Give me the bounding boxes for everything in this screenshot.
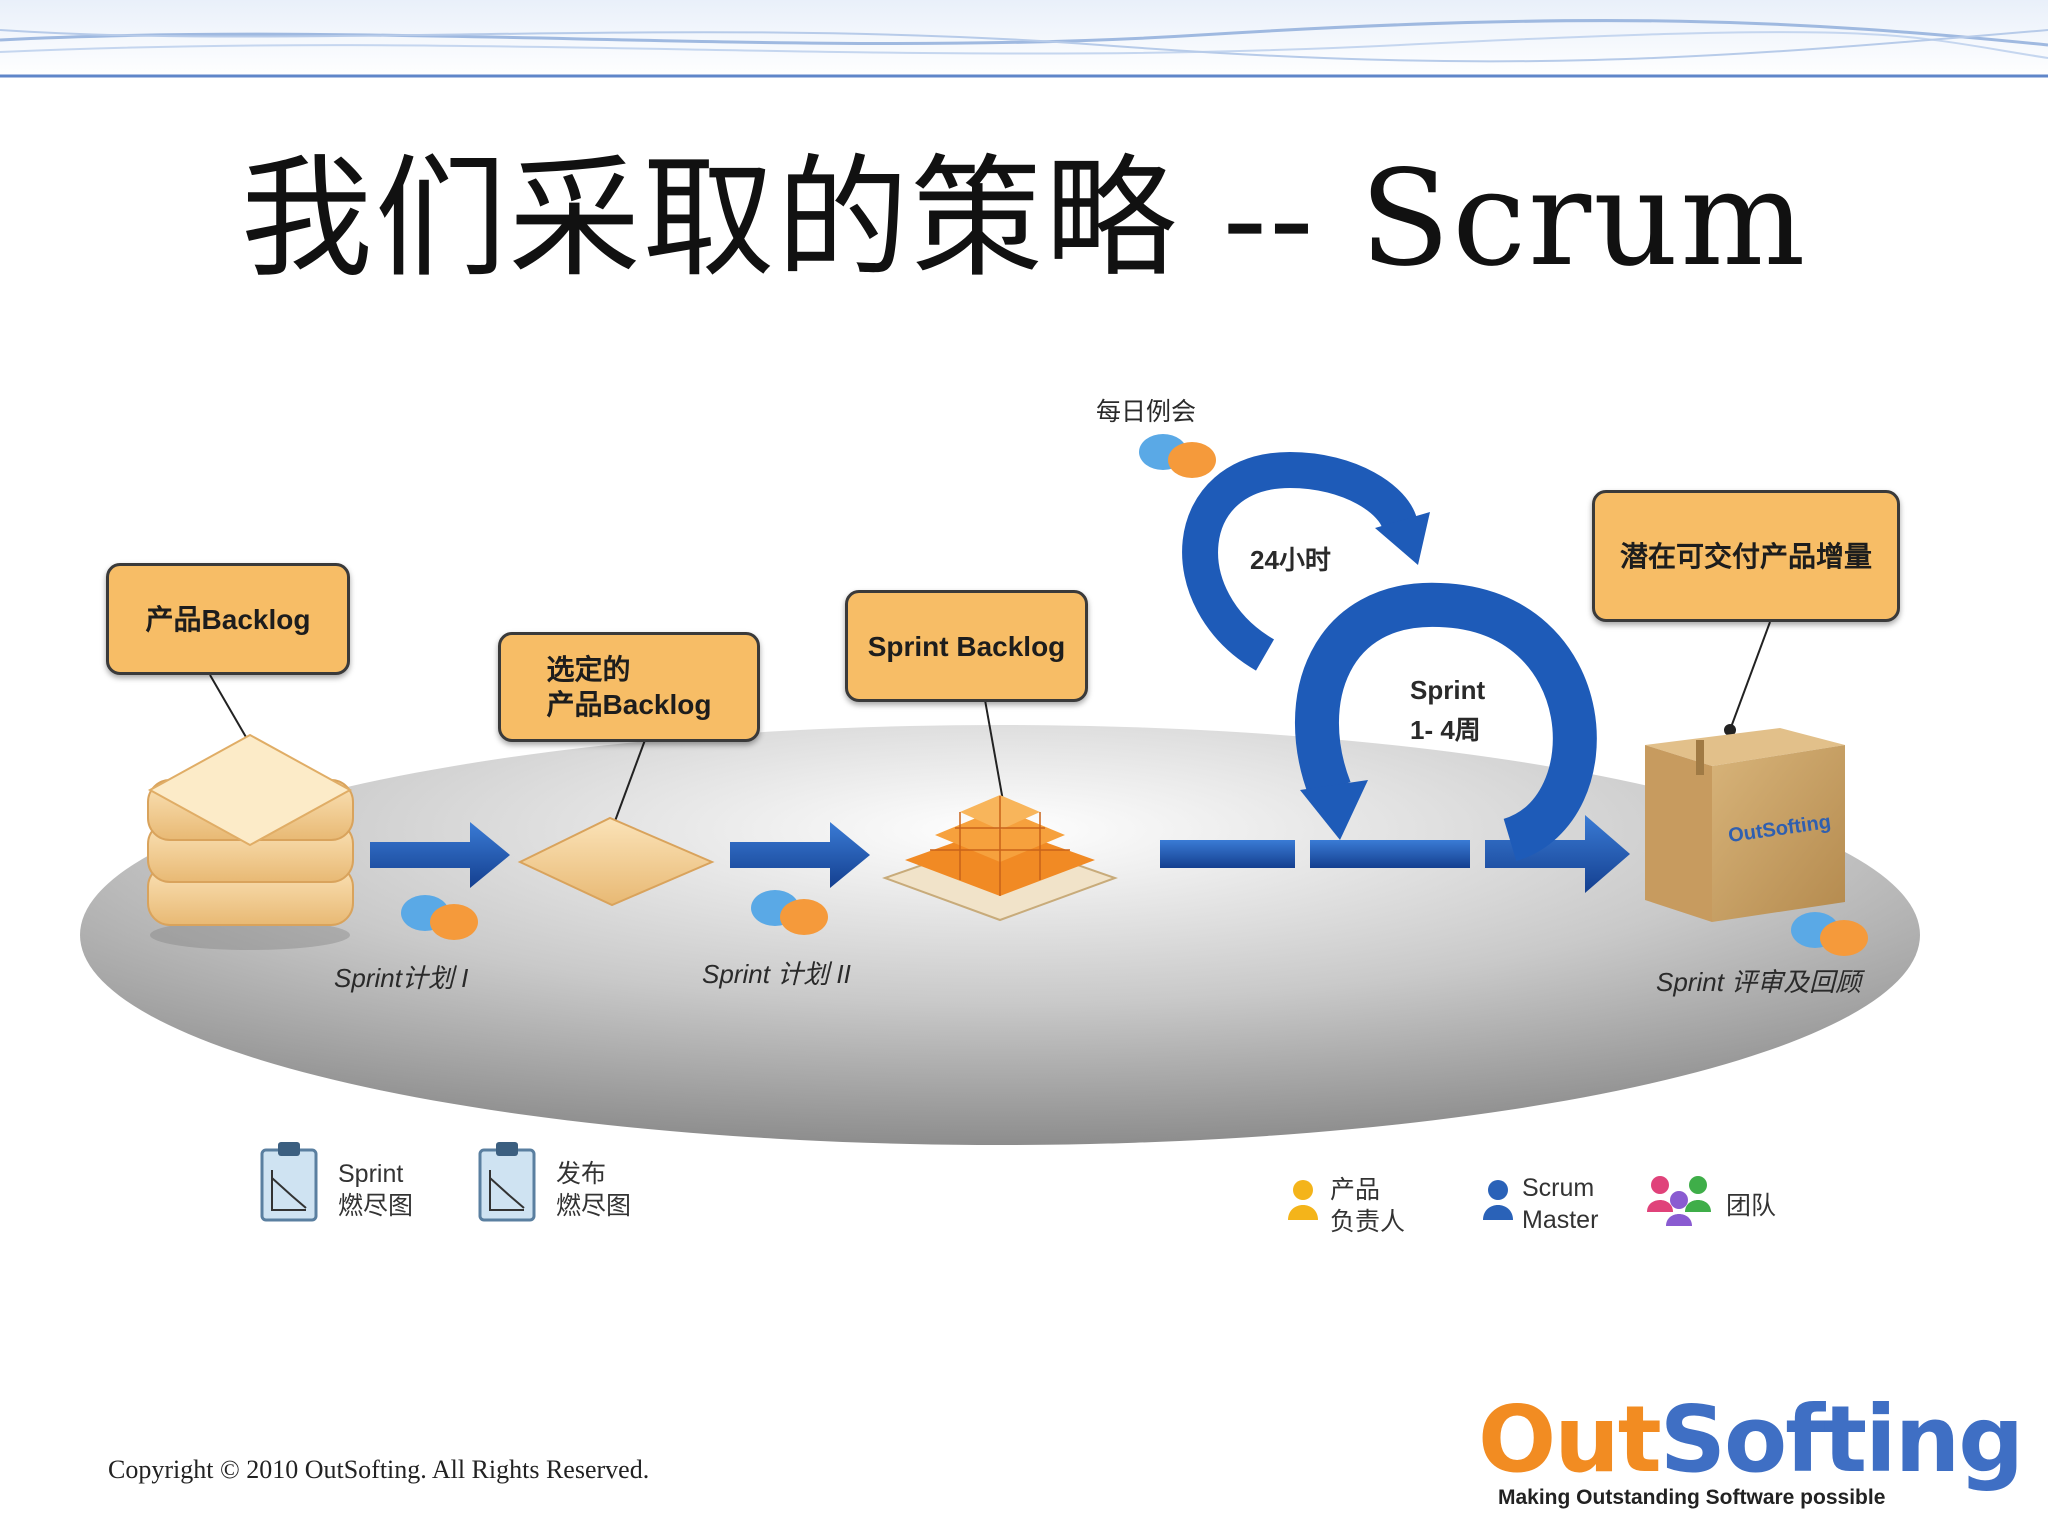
chat-bubbles-plan2-icon xyxy=(751,890,828,935)
logo-softing: Softing xyxy=(1659,1386,2024,1493)
legend-release-burndown-line1: 发布 xyxy=(556,1159,607,1188)
callout-increment-label: 潜在可交付产品增量 xyxy=(1619,540,1872,572)
release-burndown-icon xyxy=(478,1142,536,1222)
outsofting-logo: OutSofting Making Outstanding Software p… xyxy=(1478,1390,2024,1510)
daily-meeting-label: 每日例会 xyxy=(1096,397,1197,426)
callout-selected-backlog: 选定的 产品Backlog xyxy=(498,632,760,742)
legend-scrum-master-line2: Master xyxy=(1522,1206,1599,1234)
chat-bubbles-plan1-icon xyxy=(401,895,478,940)
increment-box-icon xyxy=(1645,728,1845,922)
pointer-line-sprint-backlog xyxy=(984,699,1006,813)
copyright-text: Copyright © 2010 OutSofting. All Rights … xyxy=(108,1455,650,1484)
sprint-burndown-icon xyxy=(260,1142,318,1222)
top-banner xyxy=(0,0,2048,78)
chat-bubbles-daily-icon xyxy=(1139,434,1216,478)
team-icon xyxy=(1647,1176,1711,1226)
callout-product-backlog: 产品Backlog xyxy=(106,563,350,675)
legend-release-burndown-line2: 燃尽图 xyxy=(556,1191,632,1220)
arrow-3-segment-a xyxy=(1160,840,1295,868)
logo-out: Out xyxy=(1478,1386,1662,1493)
sprint-backlog-bricks-icon xyxy=(882,795,1118,922)
sprint-plan-2-label: Sprint 计划 II xyxy=(702,959,851,989)
sprint-cycle-arrow xyxy=(1295,582,1597,862)
legend-sprint-burndown-line1: Sprint xyxy=(338,1160,404,1188)
logo-tagline: Making Outstanding Software possible xyxy=(1498,1486,1886,1509)
chat-bubbles-review-icon xyxy=(1791,912,1868,956)
arrow-3-segment-b xyxy=(1310,840,1470,868)
arrow-2 xyxy=(730,822,870,888)
sprint-review-label: Sprint 评审及回顾 xyxy=(1656,967,1862,997)
logo-wordmark: OutSofting xyxy=(1478,1390,2024,1490)
sprint-duration-label-1: Sprint xyxy=(1410,675,1486,705)
sprint-plan-1-label: Sprint计划 I xyxy=(334,963,469,993)
callout-selected-backlog-label: 选定的 产品Backlog xyxy=(546,654,712,720)
arrow-1 xyxy=(370,822,510,888)
callout-sprint-backlog-label: Sprint Backlog xyxy=(867,630,1066,662)
callout-increment: 潜在可交付产品增量 xyxy=(1592,490,1900,622)
sprint-duration-label-2: 1- 4周 xyxy=(1410,715,1481,745)
pointer-line-increment xyxy=(1729,621,1771,731)
legend-sprint-burndown-line2: 燃尽图 xyxy=(338,1191,414,1220)
daily-cycle-arrow xyxy=(1182,451,1418,671)
arrow-3-head xyxy=(1485,815,1630,893)
slide-title: 我们采取的策略 -- Scrum xyxy=(240,142,1808,296)
callout-product-backlog-label: 产品Backlog xyxy=(145,603,311,635)
product-backlog-stack-icon xyxy=(147,733,354,950)
legend-team: 团队 xyxy=(1726,1191,1777,1220)
callout-sprint-backlog: Sprint Backlog xyxy=(845,590,1088,702)
selected-backlog-icon xyxy=(517,816,715,907)
hours24-label: 24小时 xyxy=(1250,545,1331,575)
legend-product-owner-line1: 产品 xyxy=(1330,1175,1381,1204)
legend-product-owner-line2: 负责人 xyxy=(1330,1207,1406,1236)
product-owner-icon xyxy=(1288,1180,1318,1220)
scrum-master-icon xyxy=(1483,1180,1513,1220)
legend-scrum-master-line1: Scrum xyxy=(1522,1174,1595,1202)
platform-ellipse xyxy=(80,725,1920,1145)
